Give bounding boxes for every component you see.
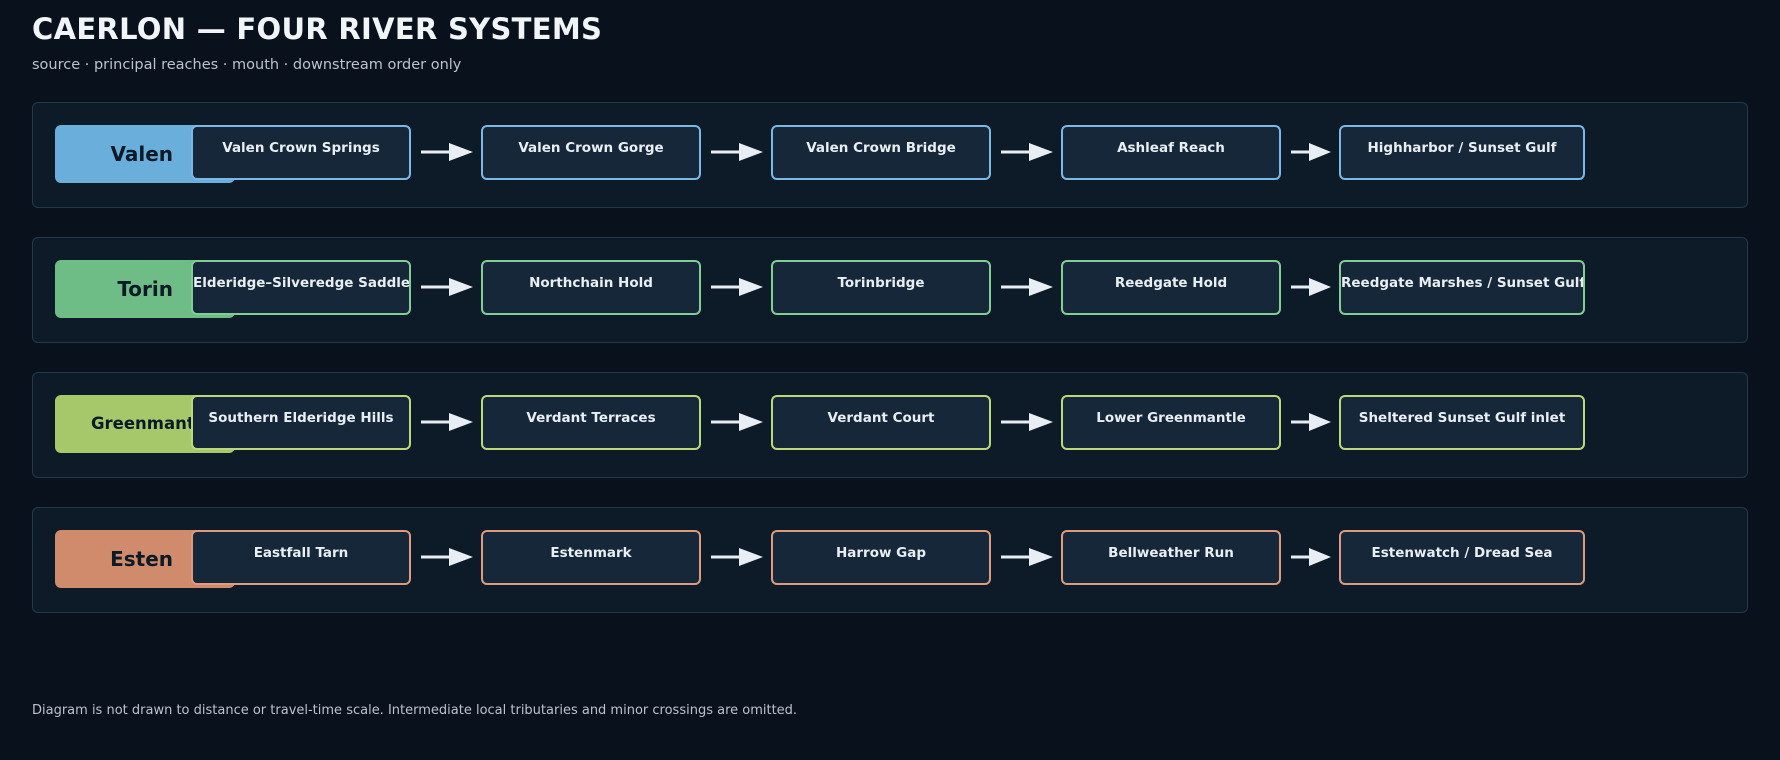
- reach-node: Verdant Terraces: [481, 395, 701, 450]
- reach-node: Harrow Gap: [771, 530, 991, 585]
- reach-node: Lower Greenmantle: [1061, 395, 1281, 450]
- reach-node: Bellweather Run: [1061, 530, 1281, 585]
- flow-arrow-icon: [1291, 413, 1331, 431]
- flow-arrow-icon: [711, 278, 763, 296]
- page-title: CAERLON — FOUR RIVER SYSTEMS: [32, 12, 603, 46]
- mouth-node: Sheltered Sunset Gulf inlet: [1339, 395, 1585, 450]
- source-node: Eastfall Tarn: [191, 530, 411, 585]
- flow-arrow-icon: [421, 143, 473, 161]
- river-name: Esten: [110, 547, 173, 571]
- flow-arrow-icon: [1291, 143, 1331, 161]
- flow-arrow-icon: [1001, 548, 1053, 566]
- river-name: Valen: [110, 142, 173, 166]
- flow-arrow-icon: [711, 143, 763, 161]
- source-node: Valen Crown Springs: [191, 125, 411, 180]
- source-node: Southern Elderidge Hills: [191, 395, 411, 450]
- page-subtitle: source · principal reaches · mouth · dow…: [32, 57, 462, 73]
- reach-node: Valen Crown Gorge: [481, 125, 701, 180]
- river-name: Greenmantle: [91, 414, 212, 433]
- flow-arrow-icon: [1291, 548, 1331, 566]
- mouth-node: Reedgate Marshes / Sunset Gulf: [1339, 260, 1585, 315]
- reach-node: Northchain Hold: [481, 260, 701, 315]
- reach-node: Verdant Court: [771, 395, 991, 450]
- reach-node: Torinbridge: [771, 260, 991, 315]
- river-row-esten: Esten Eastfall Tarn Estenmark Harrow Gap…: [32, 507, 1748, 613]
- flow-arrow-icon: [1001, 278, 1053, 296]
- flow-arrow-icon: [421, 548, 473, 566]
- river-name: Torin: [117, 277, 173, 301]
- reach-node: Estenmark: [481, 530, 701, 585]
- flow-arrow-icon: [1001, 143, 1053, 161]
- river-row-greenmantle: Greenmantle Southern Elderidge Hills Ver…: [32, 372, 1748, 478]
- source-node: Elderidge–Silveredge Saddle: [191, 260, 411, 315]
- mouth-node: Estenwatch / Dread Sea: [1339, 530, 1585, 585]
- river-row-torin: Torin Elderidge–Silveredge Saddle Northc…: [32, 237, 1748, 343]
- mouth-node: Highharbor / Sunset Gulf: [1339, 125, 1585, 180]
- scale-note: Diagram is not drawn to distance or trav…: [32, 703, 798, 718]
- reach-node: Ashleaf Reach: [1061, 125, 1281, 180]
- flow-arrow-icon: [711, 548, 763, 566]
- reach-node: Reedgate Hold: [1061, 260, 1281, 315]
- flow-arrow-icon: [1291, 278, 1331, 296]
- flow-arrow-icon: [711, 413, 763, 431]
- river-rows: Valen Valen Crown Springs Valen Crown Go…: [32, 102, 1748, 642]
- flow-arrow-icon: [1001, 413, 1053, 431]
- river-row-valen: Valen Valen Crown Springs Valen Crown Go…: [32, 102, 1748, 208]
- flow-arrow-icon: [421, 278, 473, 296]
- reach-node: Valen Crown Bridge: [771, 125, 991, 180]
- flow-arrow-icon: [421, 413, 473, 431]
